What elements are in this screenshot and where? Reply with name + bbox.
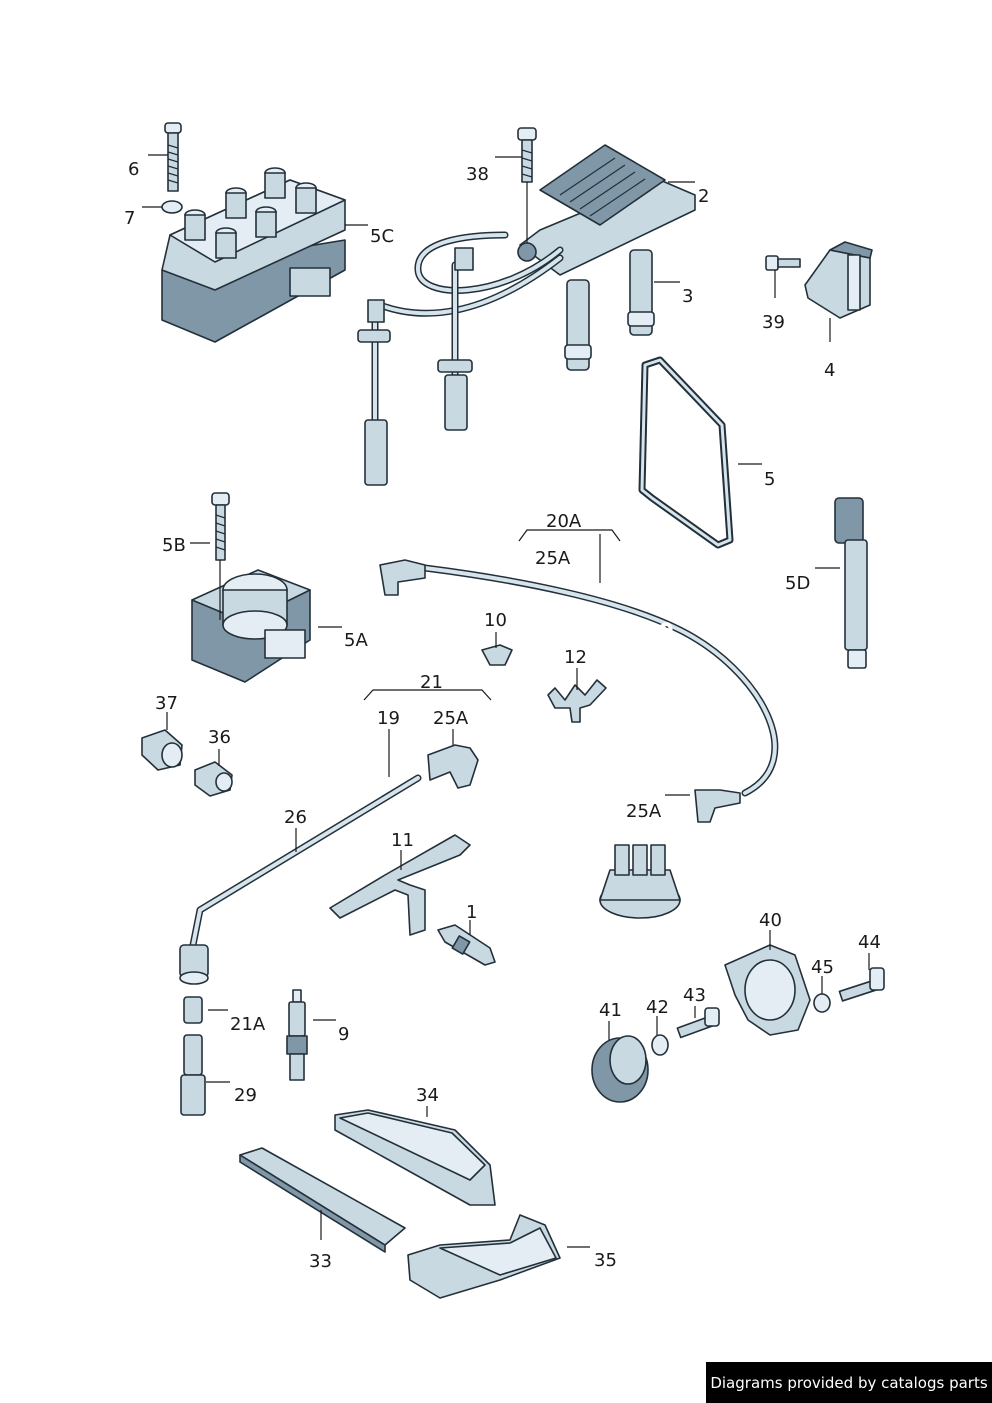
callout-labels: 6 7 5C 38 2 3 39 4 5 5B 5A 20A 25A 5D 10… [124,159,881,1272]
part-5A-ignition-coil [191,569,311,683]
callout-5C: 5C [370,226,394,247]
callout-42: 42 [646,997,669,1018]
part-33-cover [239,1147,406,1253]
callout-26: 26 [284,807,307,828]
part-11-bracket [329,834,471,936]
callout-6: 6 [128,159,139,180]
callout-5B: 5B [162,535,186,556]
part-6-bolt [164,122,182,192]
callout-9: 9 [338,1024,349,1045]
callout-40: 40 [759,910,782,931]
callout-41: 41 [599,1000,622,1021]
callout-7: 7 [124,208,135,229]
part-3-spark-plug-connectors [564,249,655,371]
part-41-rotor [591,1035,649,1103]
part-21A-sleeve [183,996,203,1024]
callout-25A-top: 25A [535,548,571,569]
part-9-spark-plug [286,989,308,1081]
part-36-sleeve [194,761,233,797]
footer-text: Diagrams provided by catalogs parts [710,1373,988,1392]
callout-4: 4 [824,360,835,381]
callout-44: 44 [858,932,881,953]
callout-39: 39 [762,312,785,333]
callout-2: 2 [698,186,709,207]
part-29-connector [180,1034,206,1116]
callout-5A: 5A [344,630,368,651]
callout-36: 36 [208,727,231,748]
callout-5: 5 [764,469,775,490]
part-35-cover [407,1214,561,1299]
callout-10: 10 [484,610,507,631]
part-5D-pencil-coil [834,497,868,669]
callout-34: 34 [416,1085,439,1106]
part-20A-ht-cable [379,559,779,823]
part-1-temperature-sensor [437,924,496,966]
callout-1: 1 [466,902,477,923]
callout-25A-low: 25A [626,801,662,822]
part-2-ignition-module [357,144,696,486]
part-45-washer [813,993,831,1013]
part-5-gasket [638,356,734,549]
part-34-cover [334,1109,496,1206]
callout-21: 21 [420,672,443,693]
part-43-bolt [676,1007,720,1039]
part-39-screw [765,255,801,271]
callout-20A: 20A [546,511,582,532]
callout-33: 33 [309,1251,332,1272]
callout-29: 29 [234,1085,257,1106]
callout-21A: 21A [230,1014,266,1035]
part-5B-bolt [211,492,230,561]
part-21-ht-cable-set [179,744,479,985]
footer-credit: Diagrams provided by catalogs parts [706,1362,992,1403]
part-10-clip [481,644,513,666]
callout-43: 43 [683,985,706,1006]
callout-19: 19 [377,708,400,729]
part-37-sleeve [141,729,183,771]
leader-lines [142,154,870,1248]
part-4-sensor [804,241,873,319]
part-42-washer [651,1034,669,1056]
part-12-wire-holder [547,679,607,723]
part-44-bolt [838,967,885,1002]
part-5C-coil-pack [161,167,346,343]
callout-3: 3 [682,286,693,307]
callout-38: 38 [466,164,489,185]
part-25A-distributor-cap [599,844,681,919]
part-38-bolt [517,127,537,183]
callout-25A-mid: 25A [433,708,469,729]
part-7-washer [161,200,183,214]
callout-37: 37 [155,693,178,714]
part-40-cover [724,944,811,1036]
callout-5D: 5D [785,573,810,594]
callout-11: 11 [391,830,414,851]
callout-35: 35 [594,1250,617,1271]
callout-45: 45 [811,957,834,978]
callout-12: 12 [564,647,587,668]
